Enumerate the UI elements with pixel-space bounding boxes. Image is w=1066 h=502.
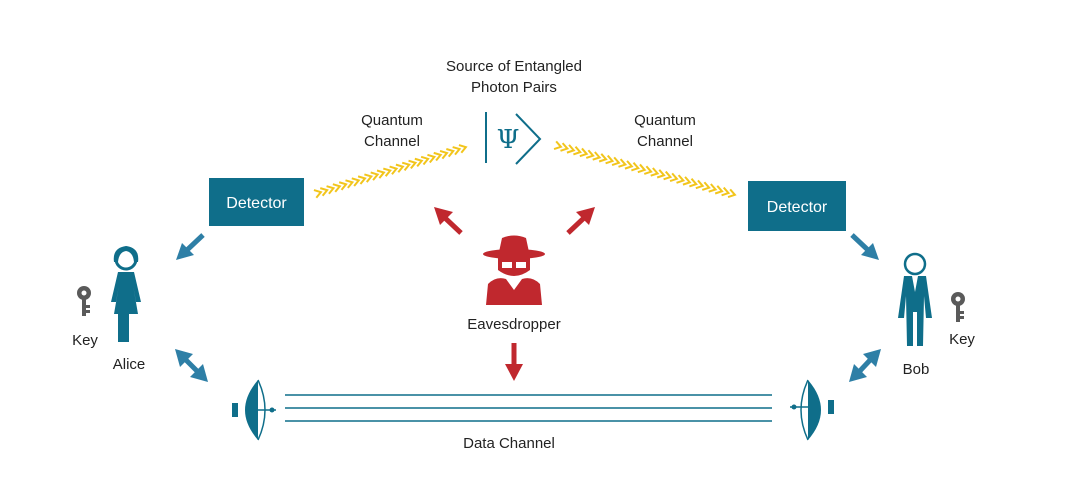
bob-name: Bob	[903, 361, 930, 378]
quantum-channel-right-beam	[553, 140, 737, 199]
chevron-mark	[326, 185, 336, 195]
key-icon-alice	[77, 286, 91, 316]
detector-left-label: Detector	[226, 195, 287, 212]
alice-key-label: Key	[72, 332, 98, 349]
chevron-mark	[553, 140, 563, 151]
chevron-mark	[446, 148, 455, 158]
source-label-line2: Photon Pairs	[471, 79, 557, 96]
chevron-mark	[376, 169, 386, 179]
eavesdropper-label: Eavesdropper	[467, 316, 560, 333]
quantum-channel-left-beam	[313, 144, 468, 199]
chevron-mark	[708, 183, 718, 193]
bob-key-label: Key	[949, 331, 975, 348]
chevron-mark	[598, 153, 608, 163]
chevron-mark	[650, 167, 660, 177]
satellite-dish-left-icon	[232, 379, 276, 441]
chevron-mark	[695, 179, 705, 190]
spy-icon	[483, 235, 545, 305]
detector-left: Detector	[209, 178, 304, 226]
chevron-mark	[656, 169, 666, 179]
chevron-mark	[643, 165, 653, 175]
chevron-mark	[458, 144, 468, 154]
chevron-mark	[319, 187, 329, 197]
chevron-mark	[332, 183, 342, 193]
chevron-mark	[714, 185, 724, 195]
chevron-mark	[383, 167, 392, 177]
chevron-mark	[427, 153, 437, 164]
chevron-mark	[579, 147, 589, 158]
chevron-mark	[592, 151, 602, 161]
chevron-mark	[566, 144, 576, 154]
chevron-mark	[439, 149, 449, 160]
chevron-mark	[682, 176, 692, 186]
arrow-alice-dish	[175, 349, 208, 382]
chevron-mark	[637, 163, 647, 174]
source-label-line1: Source of Entangled	[446, 58, 582, 75]
key-icon-bob	[951, 292, 965, 322]
alice-name: Alice	[113, 356, 146, 373]
chevron-mark	[401, 161, 411, 171]
chevron-mark	[452, 146, 462, 156]
chevron-mark	[389, 165, 399, 175]
chevron-mark	[345, 179, 355, 189]
quantum-channel-right-line2: Channel	[637, 133, 693, 150]
chevron-mark	[701, 181, 711, 191]
detector-right-label: Detector	[767, 199, 828, 216]
chevron-mark	[560, 142, 570, 152]
chevron-mark	[370, 171, 380, 181]
detector-right: Detector	[748, 181, 846, 231]
chevron-mark	[721, 186, 731, 197]
chevron-mark	[313, 189, 323, 199]
eavesdropper-arrow-down	[505, 343, 523, 381]
arrow-bob-dish	[849, 349, 881, 382]
psi-symbol: Ψ	[497, 125, 520, 155]
chevron-mark	[414, 157, 424, 168]
chevron-mark	[611, 156, 621, 167]
chevron-mark	[585, 149, 595, 159]
chevron-mark	[351, 177, 361, 187]
entangled-source-icon: Ψ	[485, 112, 542, 165]
eavesdropper-arrow-right	[566, 207, 595, 235]
chevron-mark	[727, 188, 737, 199]
woman-icon	[111, 246, 141, 342]
chevron-mark	[338, 181, 348, 191]
chevron-mark	[408, 159, 418, 169]
data-channel-lines	[285, 394, 772, 422]
man-icon	[898, 252, 932, 346]
chevron-mark	[618, 158, 628, 168]
chevron-mark	[573, 146, 582, 156]
chevron-mark	[663, 170, 673, 181]
chevron-mark	[357, 175, 367, 185]
chevron-mark	[433, 151, 443, 162]
quantum-channel-left-line2: Channel	[364, 133, 420, 150]
chevron-mark	[395, 163, 405, 173]
chevron-mark	[689, 178, 698, 188]
chevron-mark	[605, 154, 615, 165]
chevron-mark	[631, 162, 640, 172]
satellite-dish-right-icon	[790, 379, 834, 441]
data-channel-label: Data Channel	[463, 435, 555, 452]
eavesdropper-arrow-left	[434, 207, 463, 235]
quantum-channel-left-line1: Quantum	[361, 112, 423, 129]
chevron-mark	[676, 174, 686, 184]
chevron-mark	[364, 173, 374, 183]
chevron-mark	[624, 160, 634, 170]
arrow-detector-to-bob	[850, 233, 879, 260]
arrow-detector-to-alice	[176, 233, 205, 260]
chevron-mark	[669, 172, 679, 183]
quantum-channel-right-line1: Quantum	[634, 112, 696, 129]
chevron-mark	[420, 155, 430, 166]
